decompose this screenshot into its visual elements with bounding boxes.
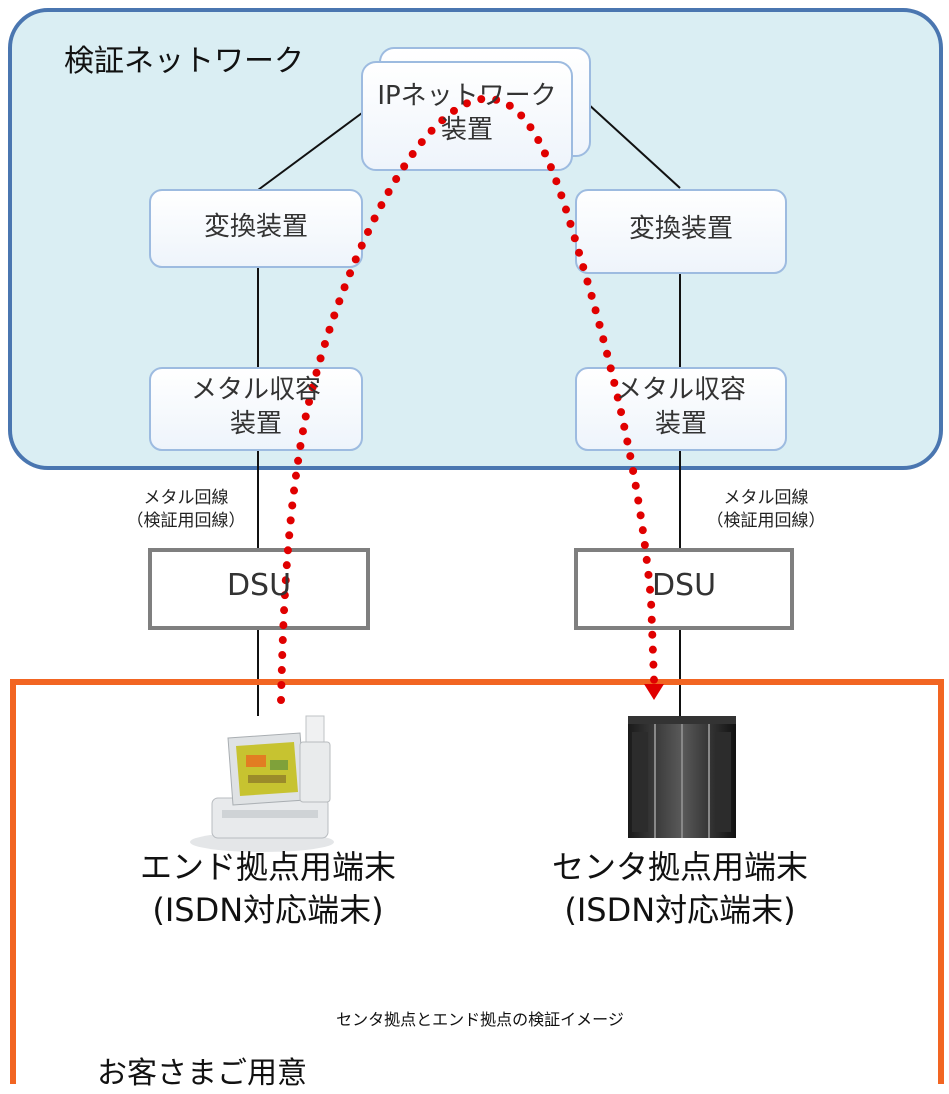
right-dsu-box bbox=[574, 548, 794, 630]
right-converter-box bbox=[575, 189, 787, 274]
ip-network-device bbox=[361, 61, 573, 171]
right-metal-line-label: メタル回線 （検証用回線） bbox=[706, 488, 826, 531]
right-converter-label: 変換装置 bbox=[628, 214, 733, 244]
server-rack-icon bbox=[628, 716, 736, 838]
right-dsu-label: DSU bbox=[651, 568, 717, 603]
pos-terminal-icon bbox=[190, 715, 334, 852]
diagram-caption: センタ拠点とエンド拠点の検証イメージ bbox=[336, 1010, 624, 1029]
left-dsu-label: DSU bbox=[226, 568, 292, 603]
left-converter-box bbox=[149, 189, 363, 268]
center-terminal-label: センタ拠点用端末 (ISDN対応端末) bbox=[551, 848, 808, 930]
left-converter-label: 変換装置 bbox=[203, 212, 308, 242]
customer-box bbox=[10, 679, 944, 1084]
right-metal-device-box bbox=[575, 367, 787, 451]
ip-device-label: IPネットワーク 装置 bbox=[377, 81, 557, 145]
left-metal-device-label: メタル収容 装置 bbox=[190, 375, 321, 439]
left-metal-line-label: メタル回線 （検証用回線） bbox=[126, 488, 246, 531]
customer-box-label: お客さまご用意 bbox=[75, 1054, 329, 1094]
left-dsu-box bbox=[148, 548, 370, 630]
network-panel-title: 検証ネットワーク bbox=[64, 44, 304, 79]
verification-path bbox=[277, 94, 658, 704]
right-metal-device-label: メタル収容 装置 bbox=[615, 375, 746, 439]
network-panel bbox=[8, 8, 943, 470]
verification-path-arrowhead bbox=[644, 684, 664, 700]
end-terminal-label: エンド拠点用端末 (ISDN対応端末) bbox=[139, 848, 396, 930]
connector-lines bbox=[257, 102, 681, 716]
